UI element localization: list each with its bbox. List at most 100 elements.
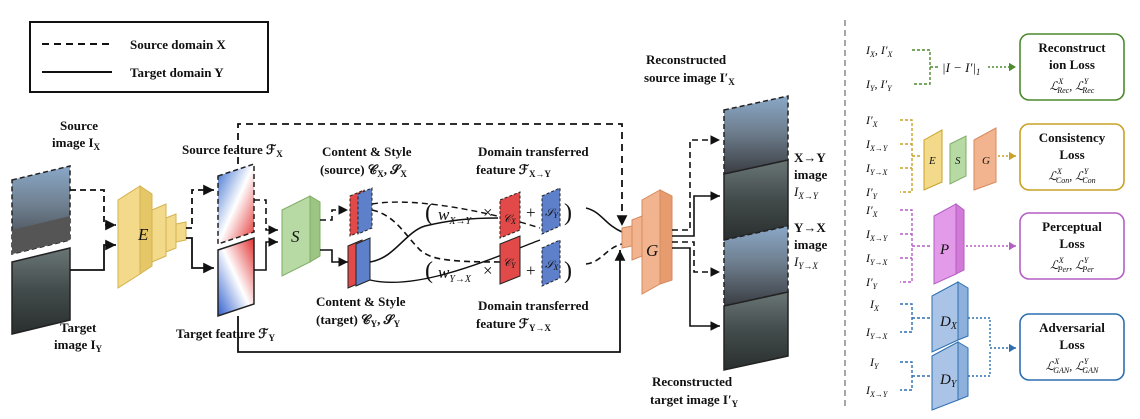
recon-input-2: IY, I′Y <box>865 77 893 93</box>
top-formula-close-paren: ) <box>564 200 572 226</box>
bottom-formula-open-paren: ( <box>425 258 433 284</box>
target-bypass-line <box>237 250 626 353</box>
encoder-label: E <box>137 225 149 244</box>
top-formula-to-g-arrow <box>585 207 623 233</box>
cons-input-3: IY→X <box>865 161 888 177</box>
adv-input-4: IX→Y <box>865 383 889 399</box>
top-content-symbol: 𝒞X <box>503 213 517 226</box>
source-bypass-line <box>237 123 628 226</box>
g-to-recon-source-arrow <box>672 135 720 231</box>
adv-bracket-y <box>900 361 930 391</box>
legend-box <box>29 21 269 93</box>
g-to-xy-image-arrow <box>672 191 720 237</box>
adv-input-1: IX <box>869 297 880 313</box>
adv-arrow-x <box>968 317 1016 353</box>
encoder-block <box>117 185 187 289</box>
target-feature-label: Target feature ℱY <box>176 326 276 343</box>
adv-input-3: IY <box>869 355 880 371</box>
xy-image <box>723 159 789 241</box>
style-module-label: S <box>291 227 300 246</box>
source-to-encoder-arrow <box>70 189 116 231</box>
bottom-formula-to-g-arrow <box>585 243 623 265</box>
adv-arrow-y <box>968 352 991 377</box>
top-plus: + <box>526 203 536 222</box>
cons-loss-title-1: Consistency <box>1039 130 1106 145</box>
g-to-yx-image-arrow <box>672 241 720 277</box>
top-style-map <box>541 187 561 235</box>
cons-input-2: IX→Y <box>865 137 889 153</box>
per-input-1: I′X <box>865 203 879 219</box>
cons-encoder <box>923 129 943 191</box>
s-to-target-cs-arrow <box>320 249 348 267</box>
cons-bracket <box>900 119 922 193</box>
generator-block <box>621 189 673 295</box>
generator-label: G <box>646 241 658 260</box>
disc-y-label: DY <box>939 372 958 390</box>
yx-image-symbol: IY→X <box>793 254 818 271</box>
source-image <box>11 165 71 255</box>
source-feature-to-s-arrow <box>254 199 278 235</box>
bottom-formula-close-paren: ) <box>564 258 572 284</box>
recon-target-label-2: target image I′Y <box>650 392 739 409</box>
cons-input-1: I′X <box>865 113 879 129</box>
source-content-style-maps <box>349 187 373 237</box>
reconstruction-loss-section: IX, I′X IY, I′Y |I − I′|1 Reconstruct io… <box>865 33 1125 101</box>
recon-formula: |I − I′|1 <box>942 60 980 77</box>
target-content-cross-curve <box>369 217 499 263</box>
perceptual-network-side <box>955 203 965 275</box>
per-input-2: IX→Y <box>865 227 889 243</box>
recon-source-label-2: source image I′X <box>644 70 735 87</box>
disc-y-side <box>957 341 969 401</box>
xy-image-symbol: IX→Y <box>793 184 819 201</box>
per-input-3: IY→X <box>865 251 888 267</box>
cons-loss-box <box>1019 123 1125 191</box>
target-to-encoder-arrow <box>70 239 116 271</box>
top-formula-open-paren: ( <box>425 200 433 226</box>
target-image-label-1: Target <box>60 320 97 335</box>
source-content-cross-curve <box>371 209 501 263</box>
source-image-label-1: Source <box>60 118 98 133</box>
adv-loss-title-1: Adversarial <box>1039 320 1105 335</box>
style-module <box>281 195 321 277</box>
recon-input-1: IX, I′X <box>865 43 894 59</box>
adv-input-2: IY→X <box>865 325 888 341</box>
top-style-symbol: 𝒮Y <box>545 207 560 220</box>
per-loss-box <box>1019 212 1125 280</box>
source-style-curve <box>371 201 541 229</box>
cons-encoder-label: E <box>928 155 936 167</box>
xy-image-label-1: X→Y <box>794 150 826 165</box>
legend: Source domain X Target domain Y <box>29 21 269 93</box>
source-cs-label-2: (source) 𝒞X, 𝒮X <box>320 162 407 179</box>
per-bracket <box>900 209 932 283</box>
yx-image-label-1: Y→X <box>794 220 826 235</box>
per-input-4: I′Y <box>865 275 879 291</box>
per-loss-title-2: Loss <box>1059 236 1084 251</box>
target-feature-to-s-arrow <box>254 237 278 271</box>
adv-loss-title-2: Loss <box>1059 337 1084 352</box>
target-cs-label-2: (target) 𝒞Y, 𝒮Y <box>316 312 401 329</box>
recon-loss-box <box>1019 33 1125 101</box>
bottom-transfer-label-1: Domain transferred <box>478 298 589 313</box>
recon-loss-title-2: ion Loss <box>1049 57 1095 72</box>
bottom-style-map <box>541 239 561 287</box>
top-times: × <box>483 203 493 222</box>
target-feature-map <box>217 236 255 318</box>
yx-image-label-2: image <box>794 237 827 252</box>
bottom-weight: wY→X <box>438 263 472 285</box>
bottom-times: × <box>483 261 493 280</box>
target-image-label-2: image IY <box>54 337 103 354</box>
adversarial-loss-section: IX IY→X IY IX→Y DX DY Adversarial Loss ℒ… <box>865 281 1125 411</box>
perceptual-network-label: P <box>939 242 949 258</box>
recon-target-image <box>723 291 789 371</box>
bottom-content-map <box>499 235 521 285</box>
recon-bracket <box>912 49 931 85</box>
cons-loss-title-2: Loss <box>1059 147 1084 162</box>
cons-generator-label: G <box>982 155 990 167</box>
source-image-label-2: image IX <box>52 135 101 152</box>
